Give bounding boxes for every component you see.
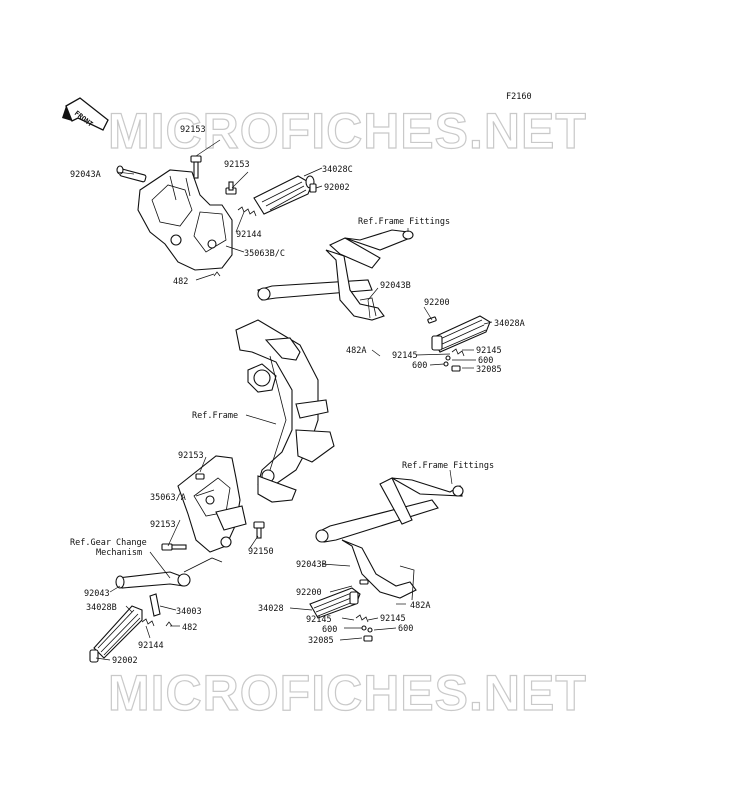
label-92150: 92150 bbox=[248, 547, 274, 557]
label-35063A: 35063/A bbox=[150, 493, 186, 503]
rider-footpeg-left bbox=[89, 605, 173, 663]
ref-frame-fittings-lower: Ref.Frame Fittings bbox=[402, 461, 494, 471]
label-600-b: 600 bbox=[412, 361, 427, 371]
label-34028: 34028 bbox=[258, 604, 284, 614]
label-92153-c: 92153 bbox=[178, 451, 204, 461]
watermark-top: MICROFICHES.NET bbox=[108, 103, 587, 159]
label-92002-a: 92002 bbox=[324, 183, 350, 193]
label-92043B-a: 92043B bbox=[380, 281, 411, 291]
label-92145-a: 92145 bbox=[392, 351, 418, 361]
gear-change-pedal bbox=[115, 557, 223, 617]
label-92145-c: 92145 bbox=[306, 615, 332, 625]
ref-gear-change-line2: Mechanism bbox=[96, 548, 142, 558]
label-482A-b: 482A bbox=[410, 601, 430, 611]
passenger-bracket-left bbox=[315, 477, 464, 601]
label-34028C: 34028C bbox=[322, 165, 353, 175]
passenger-bracket-right bbox=[257, 229, 414, 321]
label-92200-b: 92200 bbox=[296, 588, 322, 598]
label-600-a: 600 bbox=[478, 356, 493, 366]
label-34028A: 34028A bbox=[494, 319, 525, 329]
label-35063BC: 35063B/C bbox=[244, 249, 285, 259]
rider-footpeg-bracket-left bbox=[161, 455, 265, 553]
label-32085-a: 32085 bbox=[476, 365, 502, 375]
label-92002-b: 92002 bbox=[112, 656, 138, 666]
ref-frame: Ref.Frame bbox=[192, 411, 238, 421]
part-labels: 92153 92043A 92153 34028C 92002 92144 35… bbox=[70, 125, 525, 666]
label-34003: 34003 bbox=[176, 607, 202, 617]
label-92153-b: 92153 bbox=[224, 160, 250, 170]
ref-gear-change-line1: Ref.Gear Change bbox=[70, 538, 147, 548]
ref-frame-fittings-upper: Ref.Frame Fittings bbox=[358, 217, 450, 227]
label-34028B: 34028B bbox=[86, 603, 117, 613]
front-arrow-icon: FRONT bbox=[62, 97, 109, 131]
label-92144-b: 92144 bbox=[138, 641, 164, 651]
label-32085-b: 32085 bbox=[308, 636, 334, 646]
figure-code: F2160 bbox=[506, 92, 532, 102]
label-600-d: 600 bbox=[398, 624, 413, 634]
label-92153-d: 92153 bbox=[150, 520, 176, 530]
label-482-b: 482 bbox=[182, 623, 197, 633]
rider-footpeg-right bbox=[237, 175, 317, 217]
passenger-footpeg-right bbox=[427, 315, 491, 372]
label-482-a: 482 bbox=[173, 277, 188, 287]
label-92043B-b: 92043B bbox=[296, 560, 327, 570]
leader-lines bbox=[95, 139, 493, 661]
label-92144-a: 92144 bbox=[236, 230, 262, 240]
label-482A-a: 482A bbox=[346, 346, 366, 356]
label-92153-a: 92153 bbox=[180, 125, 206, 135]
label-92145-d: 92145 bbox=[380, 614, 406, 624]
watermark-bottom: MICROFICHES.NET bbox=[108, 665, 587, 721]
label-92043: 92043 bbox=[84, 589, 110, 599]
rider-footpeg-bracket-right bbox=[116, 165, 233, 271]
label-92200-a: 92200 bbox=[424, 298, 450, 308]
label-92043A: 92043A bbox=[70, 170, 101, 180]
label-92145-b: 92145 bbox=[476, 346, 502, 356]
label-600-c: 600 bbox=[322, 625, 337, 635]
frame bbox=[235, 319, 335, 503]
bolt-92153-upper bbox=[190, 155, 237, 277]
